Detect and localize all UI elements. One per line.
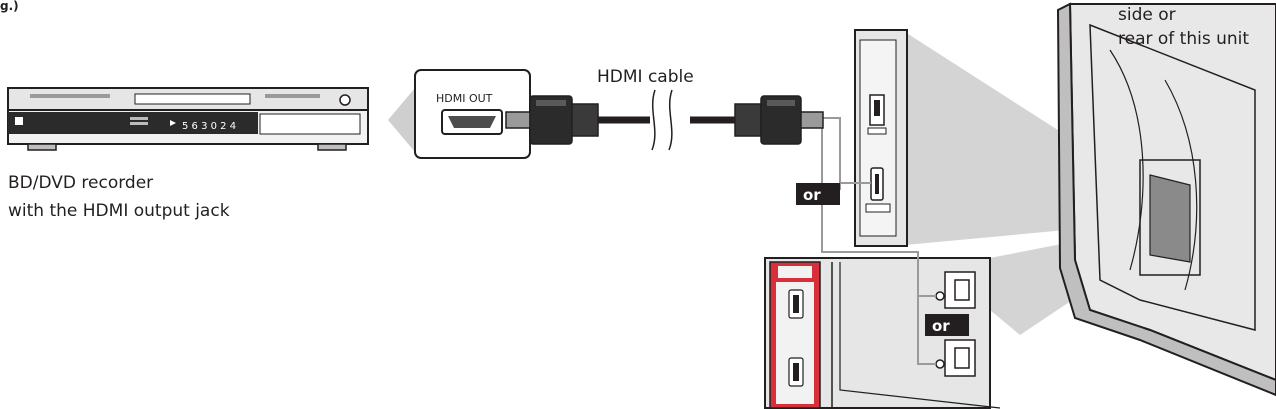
hdmi-cable-label: HDMI cable [597, 67, 694, 87]
hdmi-out-callout-pointer [388, 88, 415, 152]
or-badge-1-text: or [803, 186, 821, 204]
or-badge-2 [925, 314, 969, 336]
hdmi-cable [505, 89, 824, 151]
recorder-label-line1: BD/DVD recorder [8, 173, 153, 193]
corner-tag: g.) [0, 0, 19, 13]
recorder-display-readout: 5 6 3 0 2 4 [182, 121, 236, 132]
or-badge-2-text: or [932, 317, 950, 335]
side-panel-callout [854, 29, 908, 247]
routing-lines [808, 117, 936, 365]
rear-panel-callout [764, 257, 1001, 409]
bd-dvd-recorder [7, 87, 369, 151]
hdmi-out-jack-box [414, 69, 531, 159]
unit-location-line1: side or [1118, 5, 1176, 25]
or-badge-1 [796, 183, 840, 205]
tv-rear-view [1056, 2, 1276, 397]
recorder-label-line2: with the HDMI output jack [8, 201, 230, 221]
hdmi-out-label: HDMI OUT [436, 92, 493, 105]
unit-location-line2: rear of this unit [1118, 29, 1249, 49]
